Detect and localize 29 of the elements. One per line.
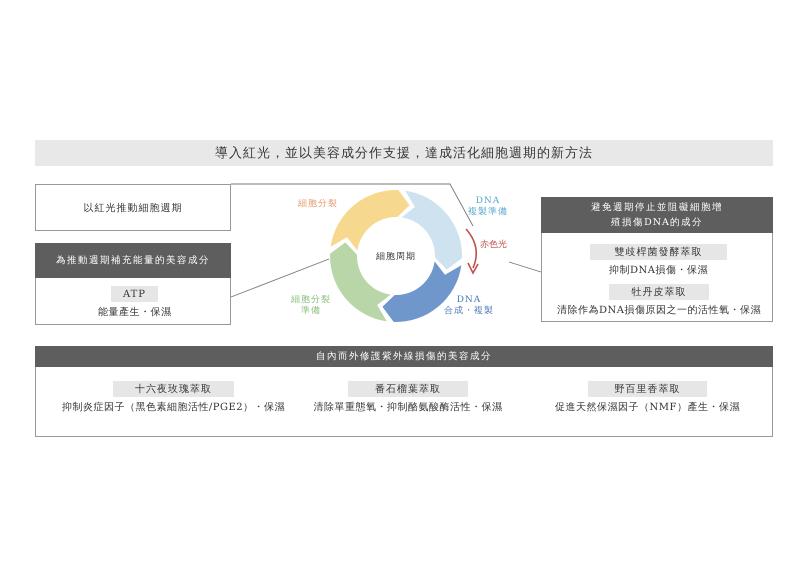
phase-label: 細胞分裂 bbox=[297, 198, 339, 210]
leader-line bbox=[230, 184, 474, 226]
text-box: 以紅光推動細胞週期 bbox=[35, 184, 231, 231]
effect-text: 能量產生・保濕 bbox=[96, 306, 172, 319]
panel bbox=[541, 197, 773, 322]
ingredient-tag: 番石榴葉萃取 bbox=[348, 381, 468, 397]
ingredient-tag: 野百里香萃取 bbox=[588, 381, 707, 397]
effect-text: 抑制DNA損傷・保濕 bbox=[608, 264, 709, 277]
panel-header: 為推動週期補充能量的美容成分 bbox=[35, 243, 231, 278]
effect-text: 清除作為DNA損傷原因之一的活性氧・保濕 bbox=[556, 304, 762, 317]
panel bbox=[35, 346, 773, 437]
phase-label: 細胞分裂準備 bbox=[290, 295, 332, 317]
effect-text: 促進天然保濕因子（NMF）產生・保濕 bbox=[554, 400, 741, 414]
panel bbox=[35, 243, 231, 325]
effect-text: 抑制炎症因子（黑色素細胞活性/PGE2）・保濕 bbox=[60, 400, 286, 414]
cycle-label: 細胞周期 bbox=[375, 250, 417, 264]
leader-line bbox=[508, 262, 542, 272]
effect-text: 清除單重態氧・抑制酪氨酸酶活性・保濕 bbox=[312, 400, 504, 414]
ingredient-tag: 牡丹皮萃取 bbox=[609, 284, 709, 300]
panel-header: 避免週期停止並阻礙細胞增殖損傷DNA的成分 bbox=[541, 197, 773, 233]
ingredient-tag: 十六夜玫瑰萃取 bbox=[113, 381, 234, 397]
phase-label: DNA複製準備 bbox=[467, 196, 509, 218]
panel-header: 自內而外修護紫外線損傷的美容成分 bbox=[35, 346, 773, 367]
title-band: 導入紅光，並以美容成分作支援，達成活化細胞週期的新方法 bbox=[35, 140, 773, 166]
phase-label: DNA合成・複製 bbox=[443, 295, 495, 317]
ingredient-tag: 雙歧桿菌發酵萃取 bbox=[590, 244, 727, 260]
leader-line bbox=[230, 258, 330, 298]
ingredient-tag: ATP bbox=[111, 286, 158, 302]
light-label: 赤色光 bbox=[480, 238, 508, 252]
